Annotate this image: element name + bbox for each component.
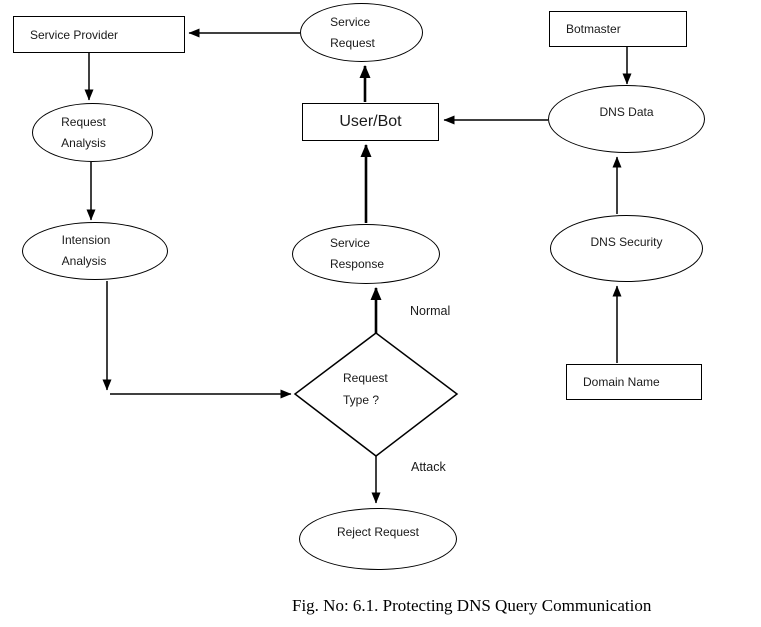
node-dns-data: DNS Data: [548, 85, 705, 153]
node-label-service-provider: Service Provider: [30, 27, 119, 42]
figure-caption: Fig. No: 6.1. Protecting DNS Query Commu…: [292, 596, 652, 615]
node-intension-analysis: Intension Analysis: [22, 222, 168, 280]
node-label-dns-security: DNS Security: [590, 234, 663, 249]
node-user-bot: User/Bot: [302, 103, 439, 141]
node-label-request-analysis: Request Analysis: [61, 114, 106, 150]
decision-label: Request Type ?: [343, 371, 388, 407]
node-service-response: Service Response: [292, 224, 440, 284]
node-service-provider: Service Provider: [13, 16, 185, 53]
node-request-analysis: Request Analysis: [32, 103, 153, 162]
node-label-botmaster: Botmaster: [566, 22, 621, 36]
node-botmaster: Botmaster: [549, 11, 687, 47]
node-label-reject-request: Reject Request: [336, 525, 420, 539]
decision-diamond-shape: [293, 332, 459, 457]
node-label-service-request: Service Request: [330, 14, 375, 50]
node-label-domain-name: Domain Name: [583, 375, 660, 389]
node-domain-name: Domain Name: [566, 364, 702, 400]
node-label-intension-analysis: Intension Analysis: [61, 233, 111, 268]
edge-label-attack: Attack: [411, 460, 446, 474]
node-label-service-response: Service Response: [329, 236, 385, 271]
node-service-request: Service Request: [300, 3, 423, 62]
node-dns-security: DNS Security: [550, 215, 703, 282]
node-label-user-bot: User/Bot: [339, 113, 402, 130]
edge-label-normal: Normal: [410, 304, 451, 318]
node-label-dns-data: DNS Data: [599, 105, 654, 119]
node-reject-request: Reject Request: [299, 508, 457, 570]
